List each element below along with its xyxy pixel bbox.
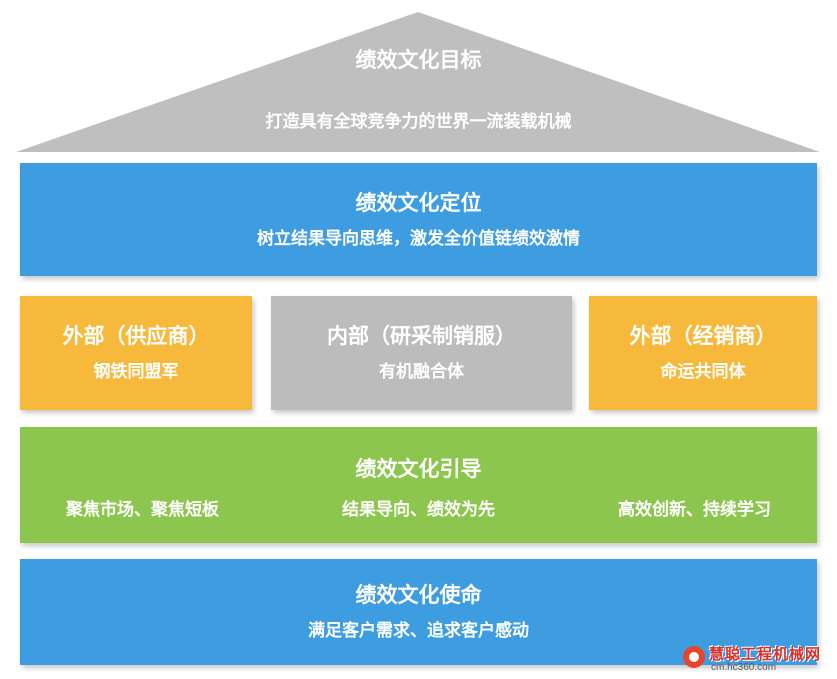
mission-title: 绩效文化使命 bbox=[355, 583, 482, 607]
roof-triangle bbox=[16, 12, 820, 152]
watermark-url: cm.hc360.com bbox=[711, 662, 777, 673]
guidance-block: 绩效文化引导 bbox=[20, 427, 817, 543]
pillar-internal: 内部（研采制销服） 有机融合体 bbox=[271, 296, 572, 410]
positioning-block: 绩效文化定位 树立结果导向思维，激发全价值链绩效激情 bbox=[20, 163, 817, 276]
guidance-item-result: 结果导向、绩效为先 bbox=[342, 500, 495, 520]
pillar-internal-title: 内部（研采制销服） bbox=[327, 324, 516, 348]
pillar-dealer: 外部（经销商） 命运共同体 bbox=[589, 296, 817, 410]
roof-subtitle: 打造具有全球竞争力的世界一流装载机械 bbox=[265, 112, 572, 132]
pillar-dealer-subtitle: 命运共同体 bbox=[660, 362, 746, 382]
guidance-item-market: 聚焦市场、聚焦短板 bbox=[66, 500, 219, 520]
hc360-logo-icon bbox=[683, 646, 705, 668]
positioning-subtitle: 树立结果导向思维，激发全价值链绩效激情 bbox=[257, 228, 580, 249]
watermark: 慧聪工程机械网 cm.hc360.com bbox=[683, 641, 831, 675]
roof-title: 绩效文化目标 bbox=[355, 48, 482, 72]
pillar-dealer-title: 外部（经销商） bbox=[629, 324, 777, 348]
roof-shape bbox=[16, 12, 820, 152]
pillar-supplier: 外部（供应商） 钢铁同盟军 bbox=[20, 296, 252, 410]
guidance-items: 聚焦市场、聚焦短板 结果导向、绩效为先 高效创新、持续学习 bbox=[20, 498, 817, 522]
positioning-title: 绩效文化定位 bbox=[355, 190, 482, 215]
pillar-supplier-subtitle: 钢铁同盟军 bbox=[93, 362, 179, 382]
guidance-item-innovation: 高效创新、持续学习 bbox=[618, 500, 771, 520]
pillar-internal-subtitle: 有机融合体 bbox=[379, 362, 464, 382]
guidance-title: 绩效文化引导 bbox=[355, 457, 482, 481]
mission-block: 绩效文化使命 满足客户需求、追求客户感动 bbox=[20, 559, 817, 665]
mission-subtitle: 满足客户需求、追求客户感动 bbox=[308, 621, 529, 641]
watermark-name: 慧聪工程机械网 bbox=[709, 645, 822, 663]
pillar-supplier-title: 外部（供应商） bbox=[62, 324, 210, 348]
